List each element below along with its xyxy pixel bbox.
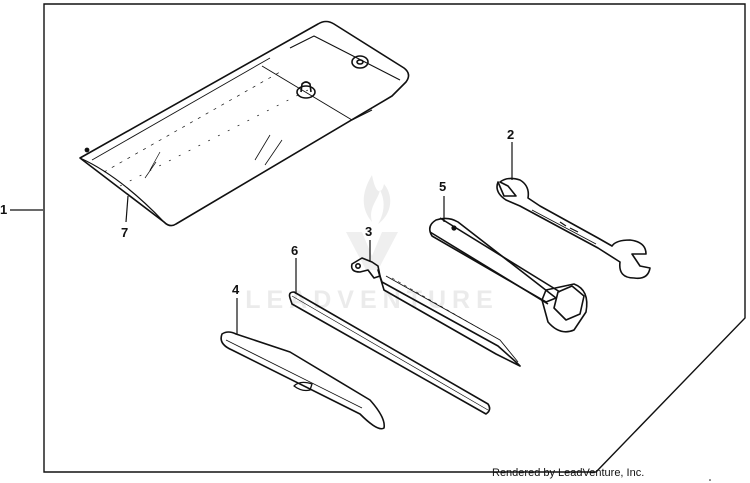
credit-text: Rendered by LeadVenture, Inc. bbox=[492, 467, 645, 479]
callout-4: 4 bbox=[232, 282, 240, 297]
callout-3: 3 bbox=[365, 224, 372, 239]
callout-1: 1 bbox=[0, 202, 7, 217]
callout-5: 5 bbox=[439, 179, 446, 194]
screwdriver-handle bbox=[220, 331, 386, 430]
callout-7: 7 bbox=[121, 225, 128, 240]
assembly-frame bbox=[43, 3, 746, 473]
callout-6: 6 bbox=[291, 243, 298, 258]
spark-plug-wrench bbox=[428, 217, 588, 333]
wrench bbox=[496, 177, 651, 280]
screwdriver bbox=[350, 257, 521, 367]
leader-line-7 bbox=[125, 195, 129, 223]
watermark-text: LEADVENTURE bbox=[245, 286, 499, 314]
handle-bar bbox=[288, 291, 491, 415]
tool-bag bbox=[79, 20, 410, 227]
callout-2: 2 bbox=[507, 127, 514, 142]
leadventure-watermark: LEADVENTURE bbox=[245, 175, 499, 314]
